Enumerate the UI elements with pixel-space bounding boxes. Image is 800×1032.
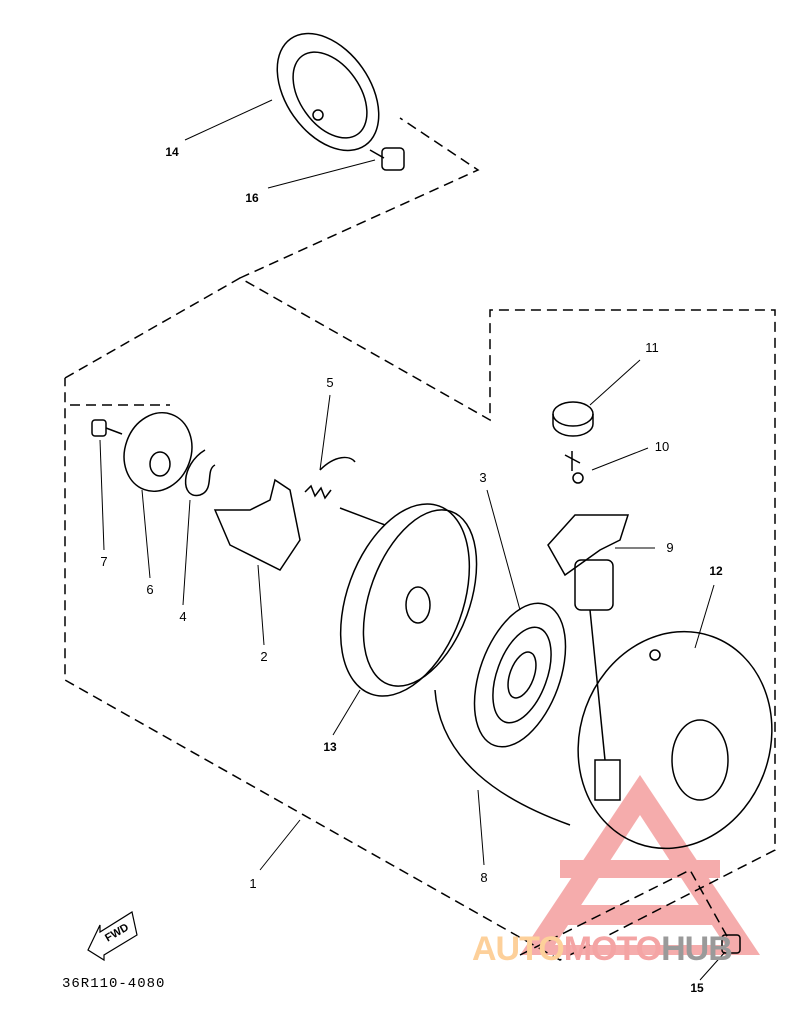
part-12-starter-case [577,630,773,850]
watermark-moto: MOTO [563,930,662,968]
drawing-code: 36R110-4080 [62,976,166,992]
watermark-text: AUTOMOTOHUB [472,930,733,968]
part-13-pulley [339,503,478,697]
part-6-cover [123,412,193,492]
fwd-arrow-icon [87,911,138,962]
label-15: 15 [690,981,704,995]
label-7: 7 [100,554,108,569]
part-15-bolt [721,934,741,954]
label-13: 13 [323,740,337,754]
label-12: 12 [709,564,723,578]
assembly-outline [64,117,776,961]
label-2: 2 [260,649,268,664]
watermark-logo [520,775,760,955]
label-4: 4 [179,609,187,624]
label-9: 9 [666,540,674,555]
part-8-rope [434,689,571,826]
watermark-auto: AUTO [472,930,565,968]
part-2-ratchet [213,478,301,571]
label-11: 11 [645,340,659,355]
label-10: 10 [654,439,670,454]
label-1: 1 [249,876,257,891]
label-14: 14 [165,145,179,159]
leader-lines [99,99,726,981]
part-7-bolt [91,419,123,437]
label-6: 6 [146,582,154,597]
part-10-knot [564,451,584,484]
part-3-recoil-spring [473,602,567,748]
part-11-cap [552,401,594,437]
part-4-clip [184,449,216,497]
label-8: 8 [480,870,488,885]
label-16: 16 [245,191,259,205]
part-9-handle [547,514,630,761]
watermark-hub: HUB [661,930,733,968]
part-16-bolt [369,147,405,171]
label-3: 3 [479,470,487,485]
part-14-clutch-plate [276,32,380,152]
part-5-spring [304,456,356,500]
label-5: 5 [326,375,334,390]
